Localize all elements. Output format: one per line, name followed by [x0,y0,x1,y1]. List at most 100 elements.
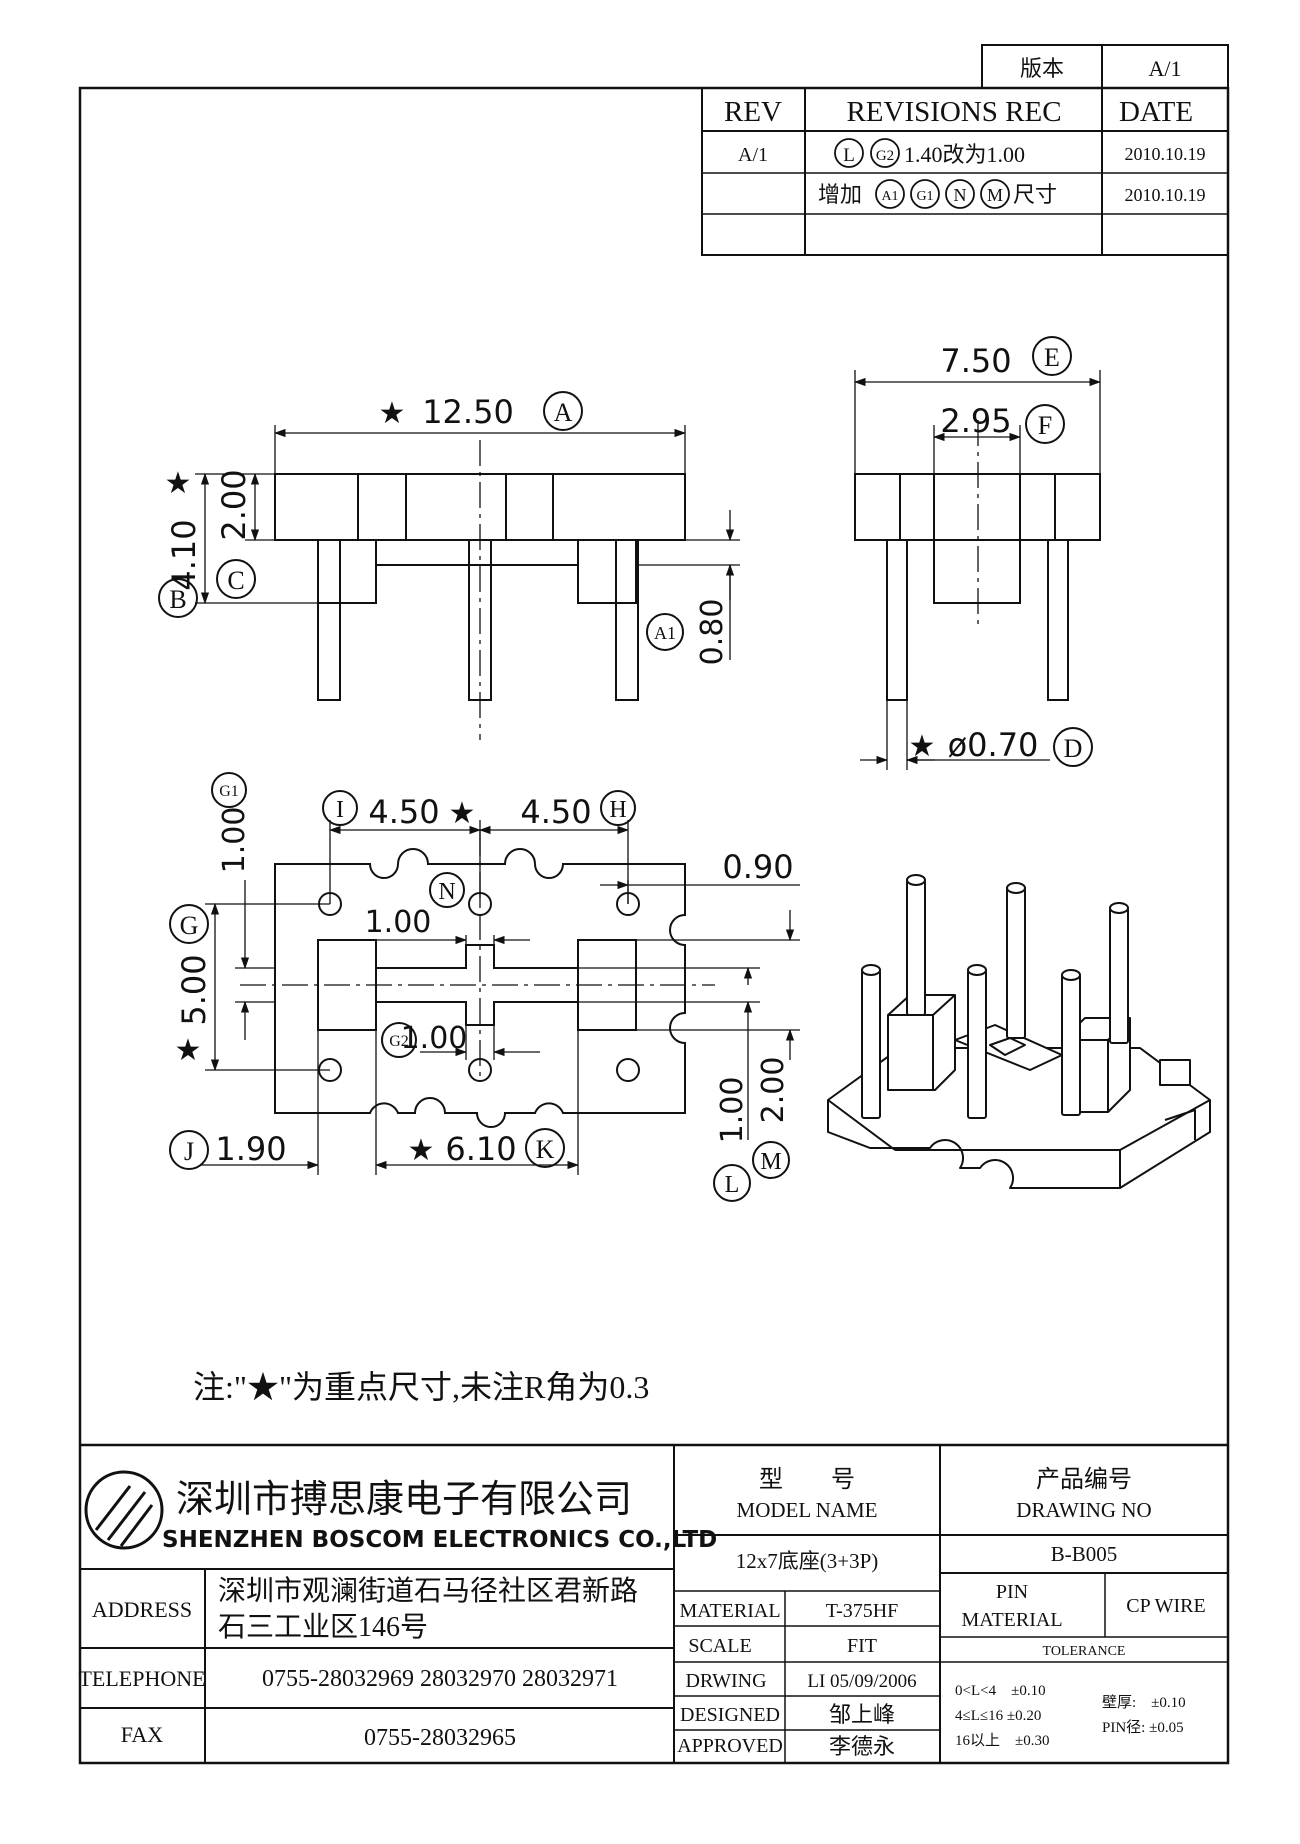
rev-row1-text: 1.40改为1.00 [904,142,1025,167]
fax-label: FAX [121,1722,163,1747]
dim-m-label: M [760,1149,781,1175]
title-block [80,1443,1228,1763]
front-view [274,440,686,740]
dim-g2 [420,1025,540,1060]
rev-row2-mark-a1: A1 [881,189,898,204]
material-value: T-375HF [826,1600,899,1622]
dim-i-h [328,820,630,904]
isometric-pins [861,874,1129,1119]
rev-row2-mark-m: M [987,185,1003,205]
side-view [854,420,1101,701]
dim-i-value: 4.50 [368,793,439,831]
version-value: A/1 [1149,56,1182,81]
approved-label: APPROVED [677,1735,783,1757]
rev-row1-marks: L G2 [834,138,900,168]
dim-i-label: I [336,797,344,823]
dim-l-value: 1.00 [715,1077,750,1144]
address-line2: 石三工业区146号 [218,1612,428,1643]
rev-row2-prefix: 增加 [818,182,862,207]
dim-a1-label: A1 [654,623,676,643]
tolerance-pin: PIN径: ±0.05 [1102,1719,1184,1736]
dim-j-k [200,1030,580,1175]
drawing-no-value: B-B005 [1051,1542,1118,1566]
dim-a-value: 12.50 [422,393,514,431]
dim-l-m [578,910,800,1140]
designed-label: DESIGNED [680,1704,780,1726]
dim-g2-value: 1.00 [401,1021,468,1056]
dim-g [205,902,330,1072]
drawing-note: 注:"★"为重点尺寸,未注R角为0.3 [193,1369,649,1405]
dim-c-value: 2.00 [215,469,253,540]
dim-f-label: F [1038,411,1052,440]
dim-a1-value: 0.80 [695,599,730,666]
dim-h-label: H [609,797,626,823]
fax-value: 0755-28032965 [364,1725,516,1751]
dim-j-label: J [184,1137,194,1166]
rev-row1-date: 2010.10.19 [1125,144,1206,164]
dim-b-label: B [169,585,186,614]
tolerance-row-2: 4≤L≤16 ±0.20 [955,1708,1041,1724]
pin-material-value: CP WIRE [1126,1595,1205,1617]
dim-l-label: L [725,1172,740,1198]
drawing-no-en: DRAWING NO [1016,1498,1151,1522]
scale-value: FIT [847,1635,877,1657]
dim-pad [600,864,800,904]
dim-g-label: G [180,911,199,940]
company-name-en: SHENZHEN BOSCOM ELECTRONICS CO.,LTD [162,1527,717,1553]
dim-g1-value: 1.00 [217,807,252,874]
scale-label: SCALE [688,1635,751,1657]
rev-row2-mark-n: N [954,185,967,205]
dim-m-value: 2.00 [756,1057,791,1124]
dim-g-star: ★ [175,1033,202,1068]
tolerance-row-1: 0<L<4 ±0.10 [955,1683,1046,1699]
dim-slot-value: 1.00 [365,905,432,940]
revisions-table: REV REVISIONS REC DATE A/1 L G2 1.40改为1.… [701,87,1229,256]
material-label: MATERIAL [679,1600,780,1622]
dim-f-value: 2.95 [940,402,1011,440]
rev-row2-date: 2010.10.19 [1125,185,1206,205]
dim-b [195,472,318,605]
dim-k-star: ★ [408,1133,435,1168]
approved-value: 李德永 [829,1734,895,1759]
drwing-value: LI 05/09/2006 [807,1671,916,1692]
dim-k-label: K [536,1135,555,1164]
telephone-label: TELEPHONE [78,1666,205,1691]
dim-a1 [636,510,740,660]
dim-e-value: 7.50 [940,342,1011,380]
dim-g2-label: G2 [389,1033,409,1050]
rec-header: REVISIONS REC [846,96,1061,128]
dim-n-label: N [438,879,455,905]
dim-d-label: D [1064,734,1083,763]
dim-a-label: A [554,398,573,427]
rev-header: REV [724,96,782,128]
dim-pad-value: 0.90 [722,848,793,886]
model-name-cn: 型 号 [759,1466,855,1493]
dim-g1-label: G1 [219,783,239,800]
designed-value: 邹上峰 [829,1702,895,1727]
dim-g1 [235,880,275,1040]
version-box: 版本 A/1 [981,44,1229,89]
pin-material-label-2: MATERIAL [961,1609,1062,1631]
dim-c-label: C [227,566,244,595]
dim-i-star: ★ [449,796,476,831]
tolerance-label: TOLERANCE [1043,1644,1126,1659]
drwing-label: DRWING [685,1670,766,1692]
dim-f [932,425,1022,474]
address-label: ADDRESS [92,1597,192,1622]
pin-material-label-1: PIN [996,1581,1028,1603]
rev-row1-mark-l: L [843,145,855,166]
version-label: 版本 [1020,56,1064,81]
rev-row2-mark-g1: G1 [916,189,933,204]
rev-row2-marks: A1 G1 N M [875,179,1010,209]
dim-e [853,370,1102,474]
model-name-en: MODEL NAME [737,1498,878,1522]
dim-h-value: 4.50 [520,793,591,831]
rev-row2-suffix: 尺寸 [1013,182,1057,207]
dim-e-label: E [1044,343,1060,372]
rev-row1-rev: A/1 [738,144,768,166]
dim-d [860,700,1050,770]
dim-g-value: 5.00 [175,954,213,1025]
drawing-border [78,86,1230,1765]
address-line1: 深圳市观澜街道石马径社区君新路 [218,1575,638,1607]
